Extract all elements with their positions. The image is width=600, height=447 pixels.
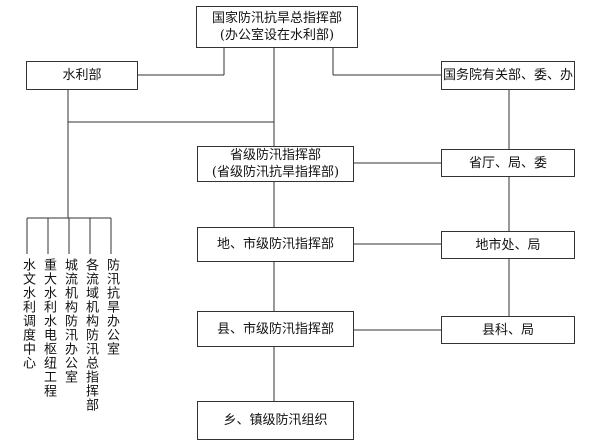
- prefecture-hq-label: 地、市级防汛指挥部: [216, 237, 334, 252]
- prefecture-hq-box: 地、市级防汛指挥部: [197, 227, 354, 262]
- county-hq-label: 县、市级防汛指挥部: [216, 321, 334, 337]
- national-hq-line1: 国家防汛抗旱总指挥部: [211, 11, 342, 26]
- county-hq-box: 县、市级防汛指挥部: [197, 311, 354, 347]
- provincial-depts-box: 省厅、局、委: [441, 149, 575, 177]
- county-depts-label: 县科、局: [481, 322, 534, 338]
- provincial-depts-label: 省厅、局、委: [468, 155, 547, 171]
- state-council-depts-box: 国务院有关部、委、办: [441, 61, 575, 90]
- ministry-unit-5: 防汛抗旱办公室: [104, 258, 119, 356]
- ministry-unit-3: 城流机构防汛办公室: [62, 258, 77, 384]
- ministry-unit-1: 水文水利调度中心: [20, 258, 35, 370]
- provincial-hq-line2: (省级防汛抗旱指挥部): [211, 165, 340, 180]
- national-hq-box: 国家防汛抗旱总指挥部 (办公室设在水利部): [196, 6, 358, 48]
- prefecture-depts-label: 地市处、局: [475, 237, 541, 253]
- ministry-unit-4: 各流域机构防汛总指挥部: [83, 258, 98, 412]
- water-ministry-box: 水利部: [26, 61, 138, 90]
- ministry-unit-2: 重大水利水电枢纽工程: [41, 258, 56, 398]
- national-hq-line2: (办公室设在水利部): [219, 28, 335, 43]
- water-ministry-label: 水利部: [62, 68, 102, 83]
- prefecture-depts-box: 地市处、局: [441, 231, 575, 259]
- county-depts-box: 县科、局: [441, 316, 575, 344]
- provincial-hq-line1: 省级防汛指挥部: [229, 148, 321, 163]
- provincial-hq-box: 省级防汛指挥部 (省级防汛抗旱指挥部): [197, 146, 354, 182]
- state-council-depts-label: 国务院有关部、委、办: [442, 68, 573, 83]
- township-org-label: 乡、镇级防汛组织: [223, 413, 328, 428]
- township-org-box: 乡、镇级防汛组织: [197, 401, 354, 440]
